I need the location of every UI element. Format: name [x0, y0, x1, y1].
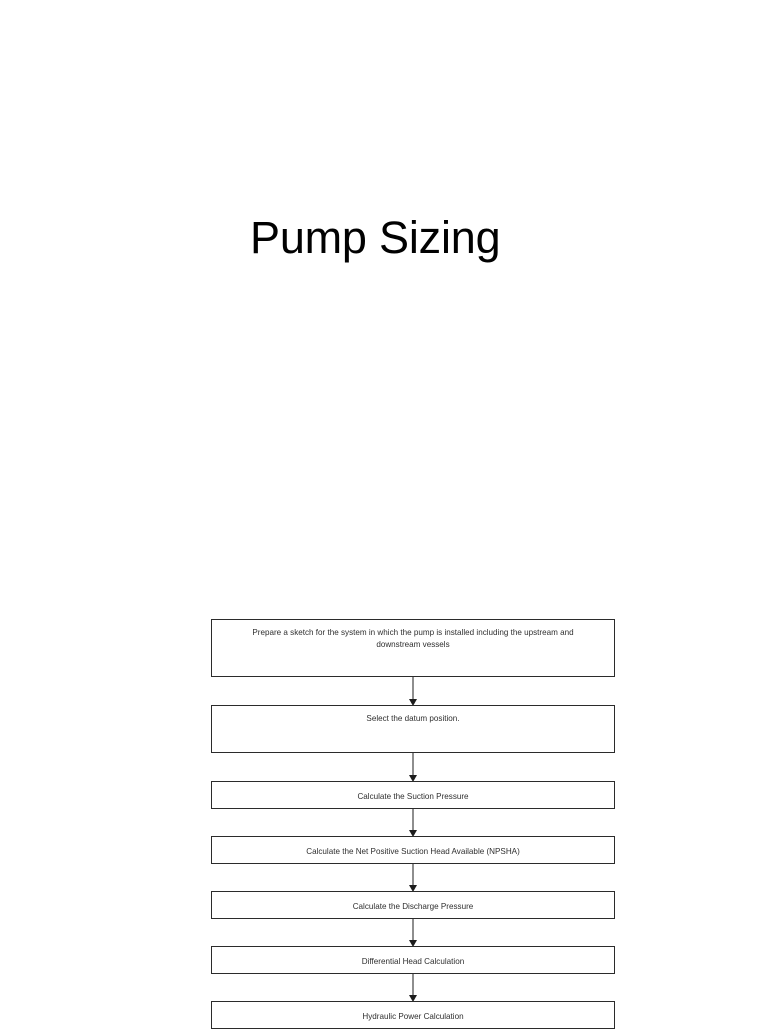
- flow-connector-arrow-3: [211, 809, 615, 837]
- flow-step-suction-pressure[interactable]: Calculate the Suction Pressure: [211, 781, 615, 809]
- flow-step-label: Hydraulic Power Calculation: [362, 1011, 464, 1021]
- flow-step-label: Select the datum position.: [366, 714, 460, 723]
- arrow-down-icon: [409, 994, 417, 1002]
- page-title: Pump Sizing: [250, 212, 501, 263]
- arrow-down-icon: [409, 829, 417, 837]
- arrow-line-icon: [412, 677, 414, 705]
- arrow-line-icon: [412, 809, 414, 836]
- arrow-line-icon: [412, 974, 414, 1001]
- flow-connector-arrow-5: [211, 919, 615, 947]
- arrow-down-icon: [409, 698, 417, 706]
- flow-step-hydraulic-power[interactable]: Hydraulic Power Calculation: [211, 1001, 615, 1029]
- arrow-down-icon: [409, 884, 417, 892]
- flow-step-differential-head[interactable]: Differential Head Calculation: [211, 946, 615, 974]
- arrow-down-icon: [409, 939, 417, 947]
- flow-step-label: Calculate the Suction Pressure: [357, 791, 469, 801]
- flow-step-label: Differential Head Calculation: [361, 956, 465, 966]
- flow-step-npsha[interactable]: Calculate the Net Positive Suction Head …: [211, 836, 615, 864]
- flow-step-prepare-sketch[interactable]: Prepare a sketch for the system in which…: [211, 619, 615, 677]
- arrow-line-icon: [412, 919, 414, 946]
- arrow-line-icon: [412, 864, 414, 891]
- arrow-down-icon: [409, 774, 417, 782]
- flow-connector-arrow-6: [211, 974, 615, 1002]
- flow-step-label: Prepare a sketch for the system in which…: [252, 628, 574, 649]
- flow-connector-arrow-1: [211, 677, 615, 706]
- flow-step-select-datum[interactable]: Select the datum position.: [211, 705, 615, 753]
- flow-step-label: Calculate the Net Positive Suction Head …: [306, 846, 520, 856]
- flow-connector-arrow-4: [211, 864, 615, 892]
- arrow-line-icon: [412, 753, 414, 781]
- flow-step-discharge-pressure[interactable]: Calculate the Discharge Pressure: [211, 891, 615, 919]
- flow-connector-arrow-2: [211, 753, 615, 782]
- flow-step-label: Calculate the Discharge Pressure: [352, 901, 474, 911]
- pump-sizing-flowchart: Prepare a sketch for the system in which…: [211, 619, 615, 1029]
